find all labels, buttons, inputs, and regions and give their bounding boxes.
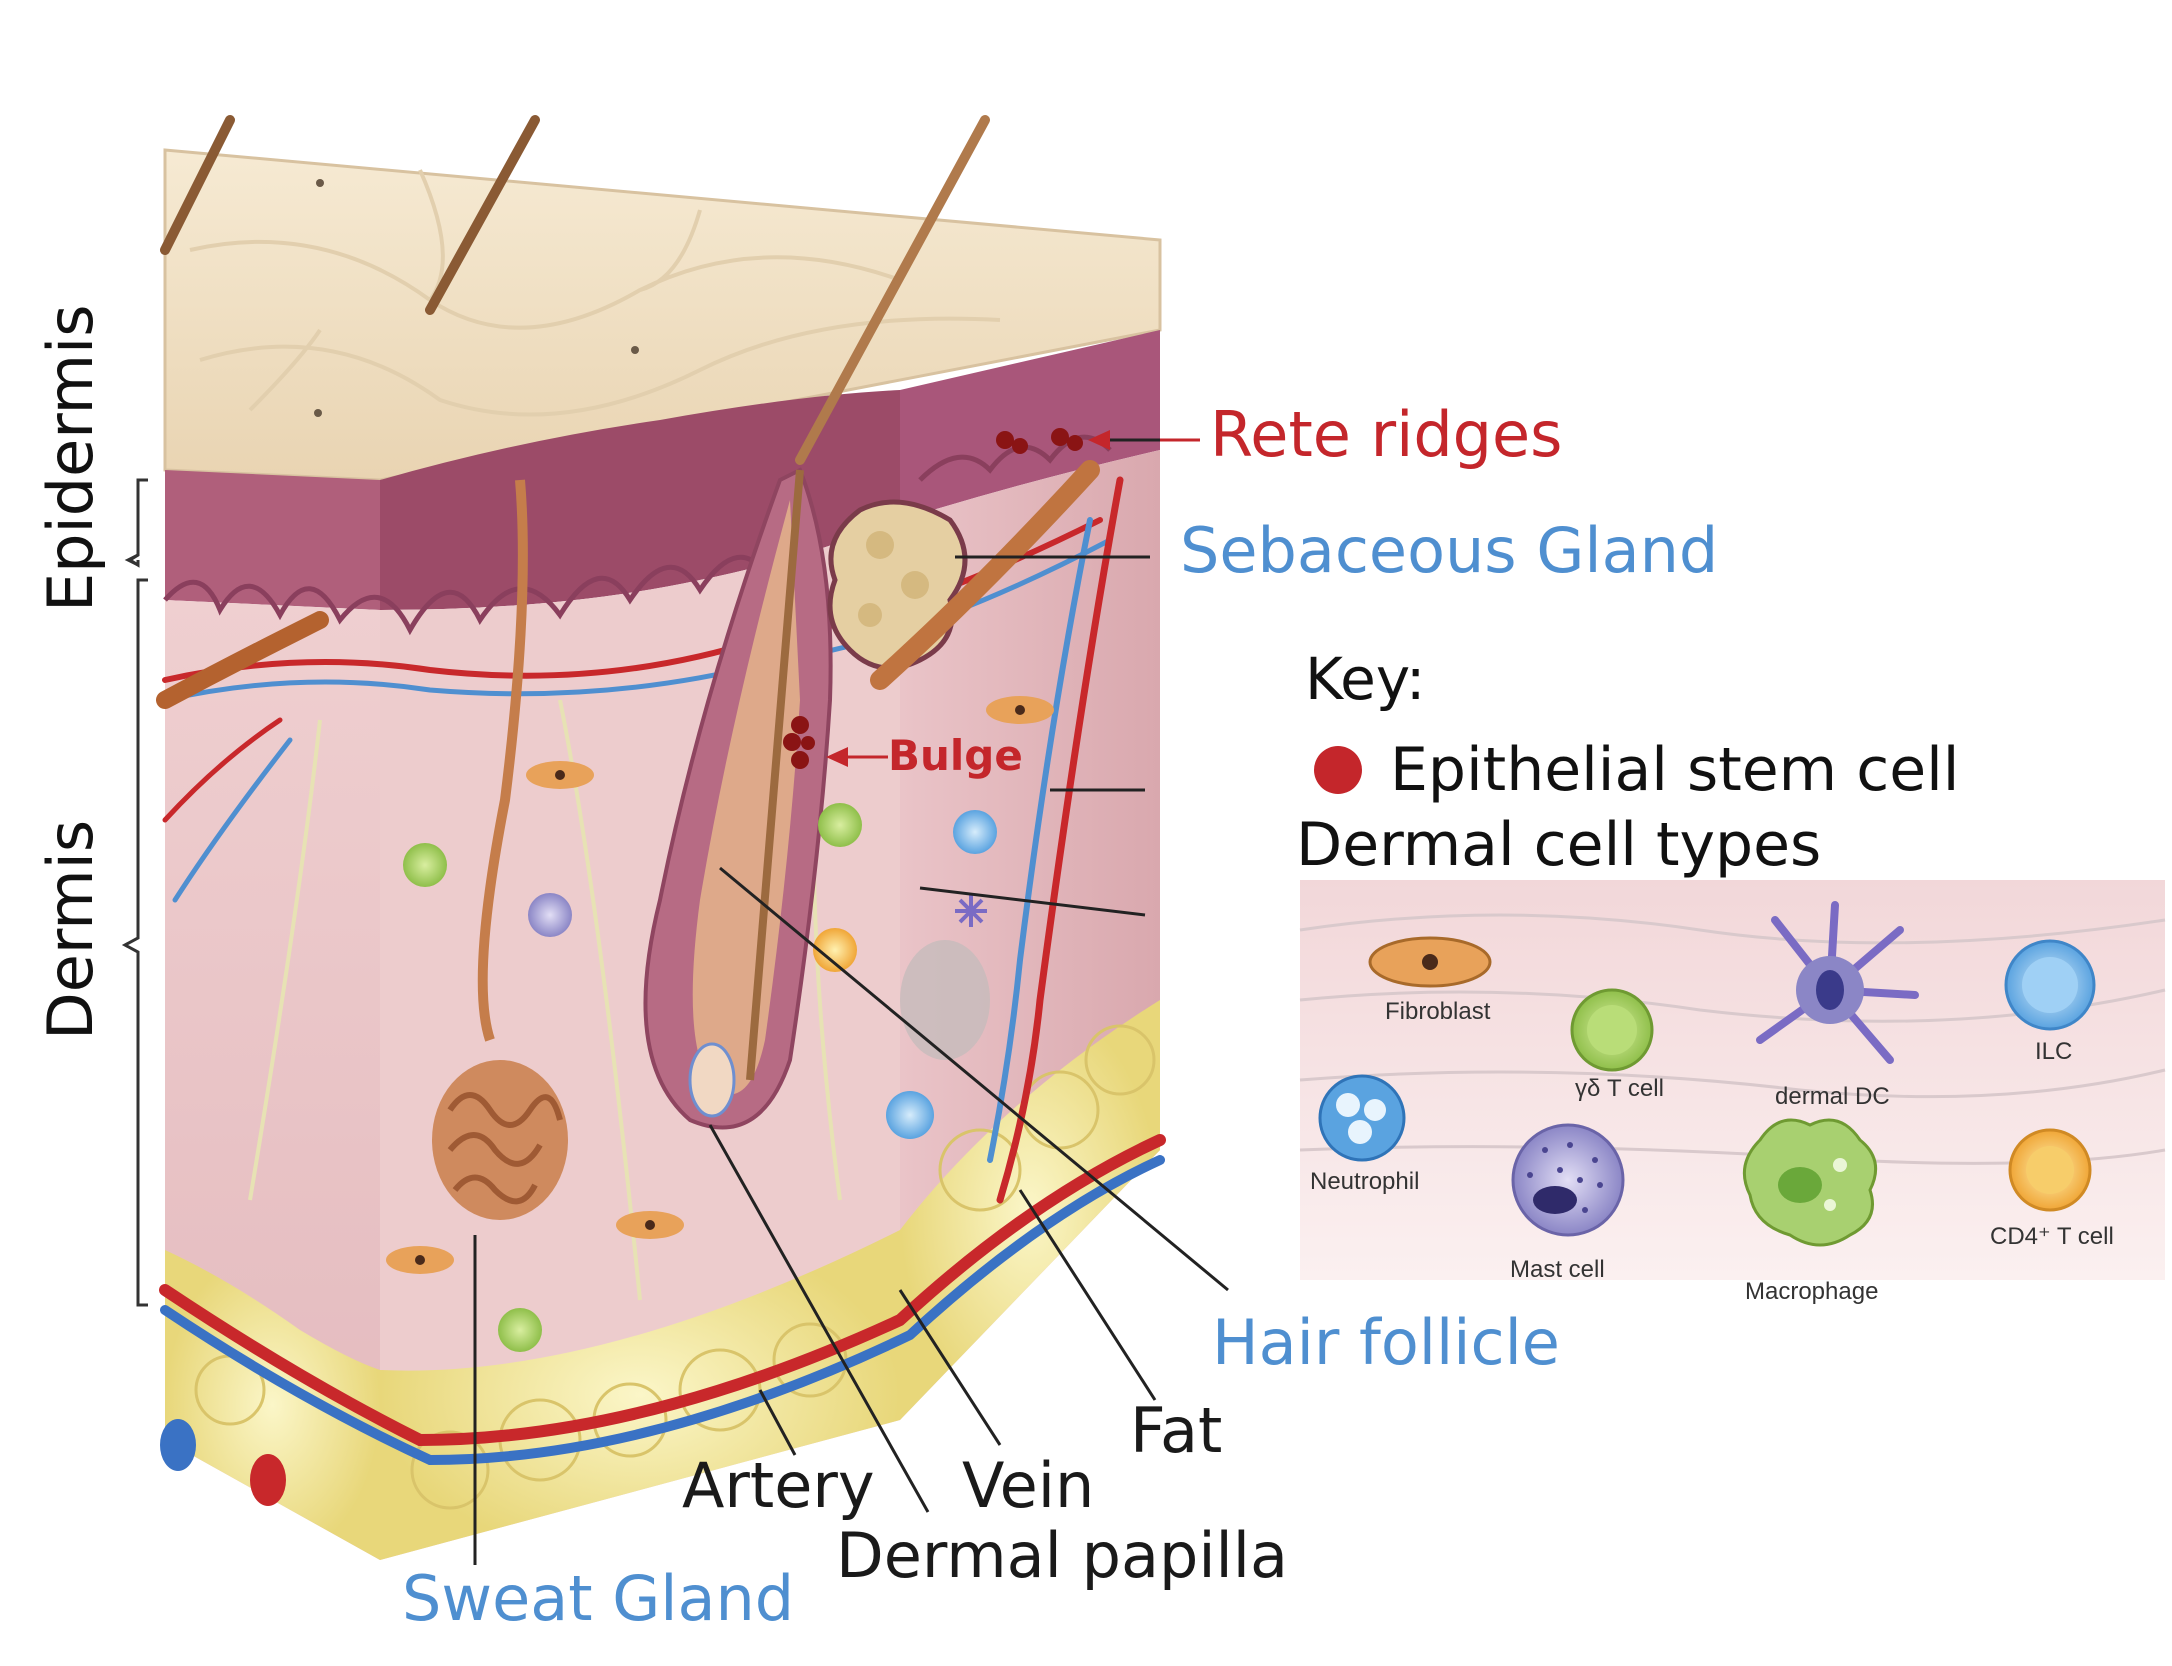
- dermis-cells: [386, 696, 1054, 1352]
- macrophage-label: Macrophage: [1745, 1278, 1879, 1305]
- neutrophil-icon: [1318, 1074, 1406, 1162]
- dermal-dc-label: dermal DC: [1775, 1083, 1890, 1110]
- rete-ridge-cells: [996, 428, 1083, 454]
- bulge-cells: [783, 716, 815, 769]
- macrophage-icon: [1742, 1118, 1878, 1247]
- hair-follicle-label: Hair follicle: [1212, 1306, 1560, 1379]
- artery-label: Artery: [682, 1449, 875, 1522]
- hairs: [160, 115, 990, 465]
- key-panel: [1299, 746, 2166, 1280]
- sweat-gland-label: Sweat Gland: [402, 1562, 795, 1635]
- sweat-gland-shape: [432, 479, 568, 1220]
- vein-label: Vein: [962, 1449, 1095, 1522]
- hair-follicle-shape: [643, 467, 833, 1130]
- mast-cell-icon: [1511, 1123, 1625, 1237]
- fibroblast-label: Fibroblast: [1385, 998, 1491, 1025]
- gd-t-cell-label: γδ T cell: [1575, 1075, 1664, 1102]
- bulge-label: Bulge: [888, 731, 1023, 780]
- arrowheads: [826, 430, 1110, 767]
- sebaceous-gland-label: Sebaceous Gland: [1180, 514, 1719, 587]
- cd4-t-cell-icon: [2008, 1128, 2092, 1212]
- key-title: Key:: [1305, 645, 1426, 713]
- ilc-label: ILC: [2035, 1038, 2073, 1065]
- mast-cell-label: Mast cell: [1510, 1256, 1605, 1283]
- layer-brackets: [121, 478, 148, 1307]
- epidermis-side: [900, 330, 1160, 520]
- dermal-dc-icon: [1756, 901, 1919, 1064]
- sebaceous-gland-shape: [827, 499, 968, 671]
- neutrophil-label: Neutrophil: [1310, 1168, 1420, 1195]
- epidermis-label: Epidermis: [34, 304, 107, 612]
- dermal-papilla-label: Dermal papilla: [836, 1519, 1288, 1592]
- gd-t-cell-icon: [1570, 988, 1654, 1072]
- key-stem-cell-label: Epithelial stem cell: [1390, 735, 1960, 805]
- dermal-papilla-shape: [688, 1042, 736, 1118]
- ilc-icon: [2004, 939, 2096, 1031]
- fat-label: Fat: [1130, 1394, 1223, 1467]
- rete-ridges-label: Rete ridges: [1210, 398, 1563, 471]
- skin-block: [156, 115, 1166, 1560]
- key-dermal-types-label: Dermal cell types: [1296, 810, 1822, 880]
- dermis-label: Dermis: [34, 819, 107, 1040]
- stem-cell-icon: [1314, 746, 1362, 794]
- fibroblast-icon: [1368, 936, 1492, 988]
- cd4-t-cell-label: CD4⁺ T cell: [1990, 1223, 2114, 1250]
- epidermis-front: [165, 470, 380, 610]
